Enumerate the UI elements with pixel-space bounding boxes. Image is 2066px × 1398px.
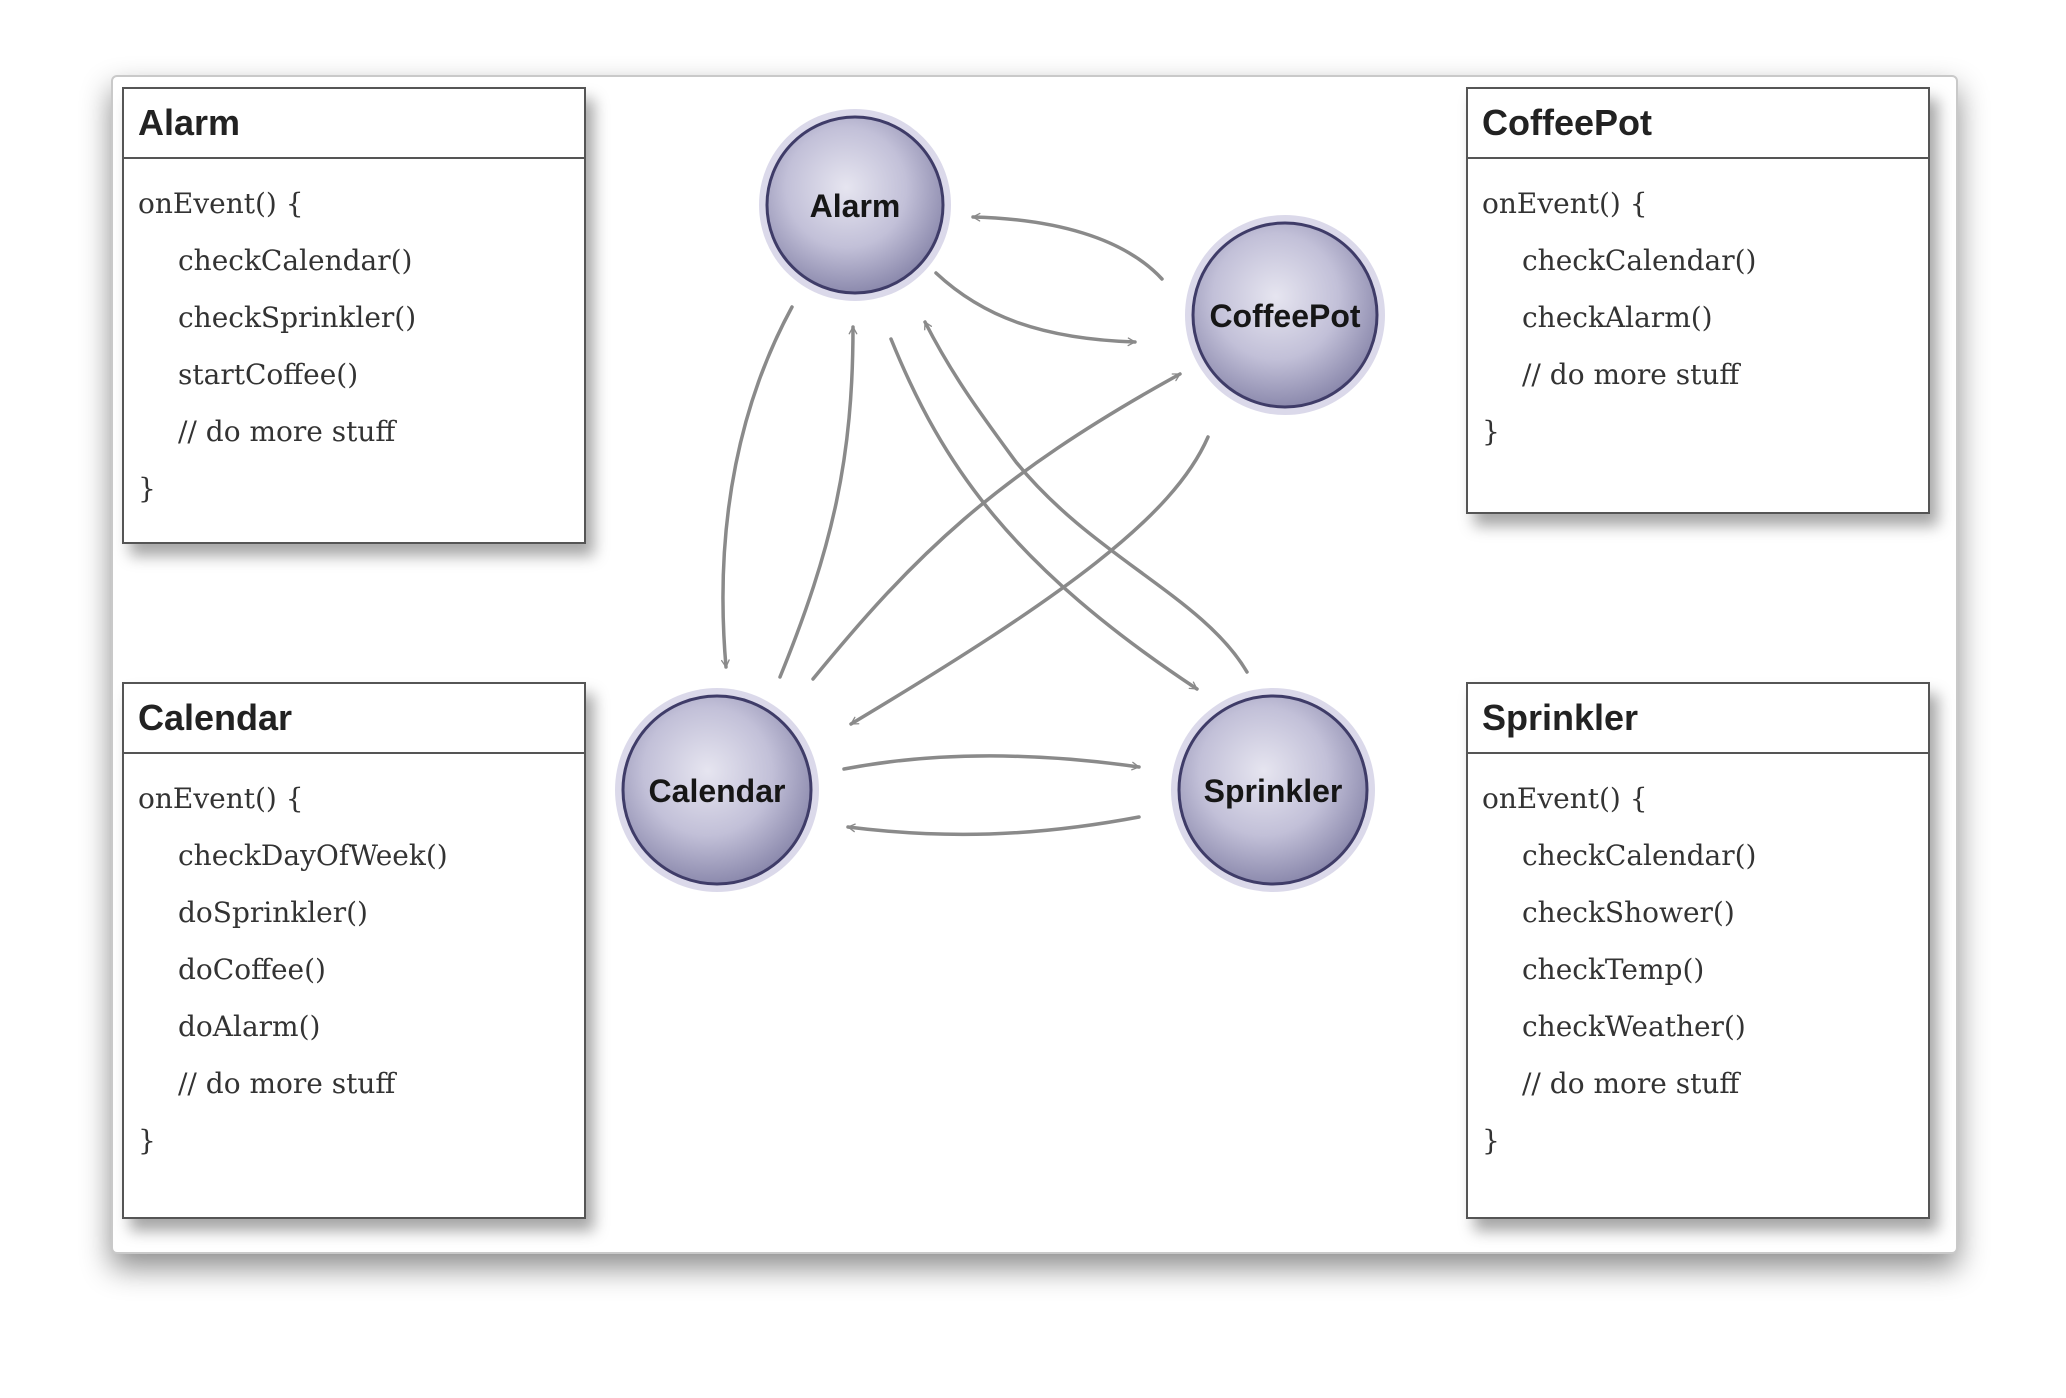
arrow-calendar-to-alarm — [778, 325, 858, 679]
code-line: checkWeather() — [1522, 1010, 1746, 1043]
code-line: checkShower() — [1522, 896, 1735, 929]
code-line: onEvent() { — [1482, 782, 1648, 815]
node-calendar: Calendar — [615, 688, 819, 892]
code-line: checkCalendar() — [1522, 839, 1757, 872]
object-interaction-diagram: Alarm CoffeePot Calendar Sprinkler — [615, 109, 1385, 892]
calendar-code-box: Calendar onEvent() { checkDayOfWeek() do… — [122, 682, 586, 1219]
code-line: // do more stuff — [178, 415, 396, 448]
code-line: checkTemp() — [1522, 953, 1705, 986]
arrow-calendar-to-sprinkler — [842, 754, 1141, 771]
code-line: checkCalendar() — [1522, 244, 1757, 277]
arrow-calendar-to-coffeepot — [811, 372, 1182, 681]
code-line: doCoffee() — [178, 953, 326, 986]
calendar-box-body: onEvent() { checkDayOfWeek() doSprinkler… — [124, 754, 584, 1169]
node-coffeepot: CoffeePot — [1185, 215, 1385, 415]
sprinkler-code-box: Sprinkler onEvent() { checkCalendar() ch… — [1466, 682, 1930, 1219]
code-line: onEvent() { — [1482, 187, 1648, 220]
code-line: checkDayOfWeek() — [178, 839, 448, 872]
node-label-alarm: Alarm — [810, 188, 901, 224]
arrow-alarm-to-calendar — [721, 305, 794, 669]
sprinkler-box-body: onEvent() { checkCalendar() checkShower(… — [1468, 754, 1928, 1169]
code-line: } — [138, 472, 156, 505]
code-line: } — [1482, 1124, 1500, 1157]
node-label-sprinkler: Sprinkler — [1204, 773, 1343, 809]
code-line: // do more stuff — [1522, 358, 1740, 391]
alarm-code-box: Alarm onEvent() { checkCalendar() checkS… — [122, 87, 586, 544]
arrow-alarm-to-sprinkler — [889, 337, 1199, 691]
code-line: startCoffee() — [178, 358, 359, 391]
sprinkler-box-title: Sprinkler — [1468, 684, 1928, 754]
alarm-box-body: onEvent() { checkCalendar() checkSprinkl… — [124, 159, 584, 517]
code-line: // do more stuff — [1522, 1067, 1740, 1100]
arrows — [721, 212, 1249, 837]
alarm-box-title: Alarm — [124, 89, 584, 159]
code-line: // do more stuff — [178, 1067, 396, 1100]
coffeepot-box-body: onEvent() { checkCalendar() checkAlarm()… — [1468, 159, 1928, 460]
code-line: checkSprinkler() — [178, 301, 417, 334]
arrow-coffeepot-to-alarm — [971, 212, 1164, 281]
arrow-alarm-to-coffeepot — [934, 271, 1137, 347]
code-line: } — [1482, 415, 1500, 448]
node-sprinkler: Sprinkler — [1171, 688, 1375, 892]
code-line: } — [138, 1124, 156, 1157]
code-line: checkAlarm() — [1522, 301, 1713, 334]
code-line: checkCalendar() — [178, 244, 413, 277]
diagram-card: Alarm onEvent() { checkCalendar() checkS… — [111, 75, 1958, 1254]
calendar-box-title: Calendar — [124, 684, 584, 754]
node-alarm: Alarm — [759, 109, 951, 301]
code-line: doAlarm() — [178, 1010, 321, 1043]
code-line: doSprinkler() — [178, 896, 368, 929]
arrow-sprinkler-to-calendar — [846, 815, 1141, 837]
coffeepot-box-title: CoffeePot — [1468, 89, 1928, 159]
arrow-sprinkler-to-alarm — [923, 320, 1249, 674]
node-label-coffeepot: CoffeePot — [1209, 298, 1360, 334]
code-line: onEvent() { — [138, 187, 304, 220]
code-line: onEvent() { — [138, 782, 304, 815]
node-label-calendar: Calendar — [649, 773, 786, 809]
coffeepot-code-box: CoffeePot onEvent() { checkCalendar() ch… — [1466, 87, 1930, 514]
arrow-coffeepot-to-calendar — [849, 435, 1210, 726]
